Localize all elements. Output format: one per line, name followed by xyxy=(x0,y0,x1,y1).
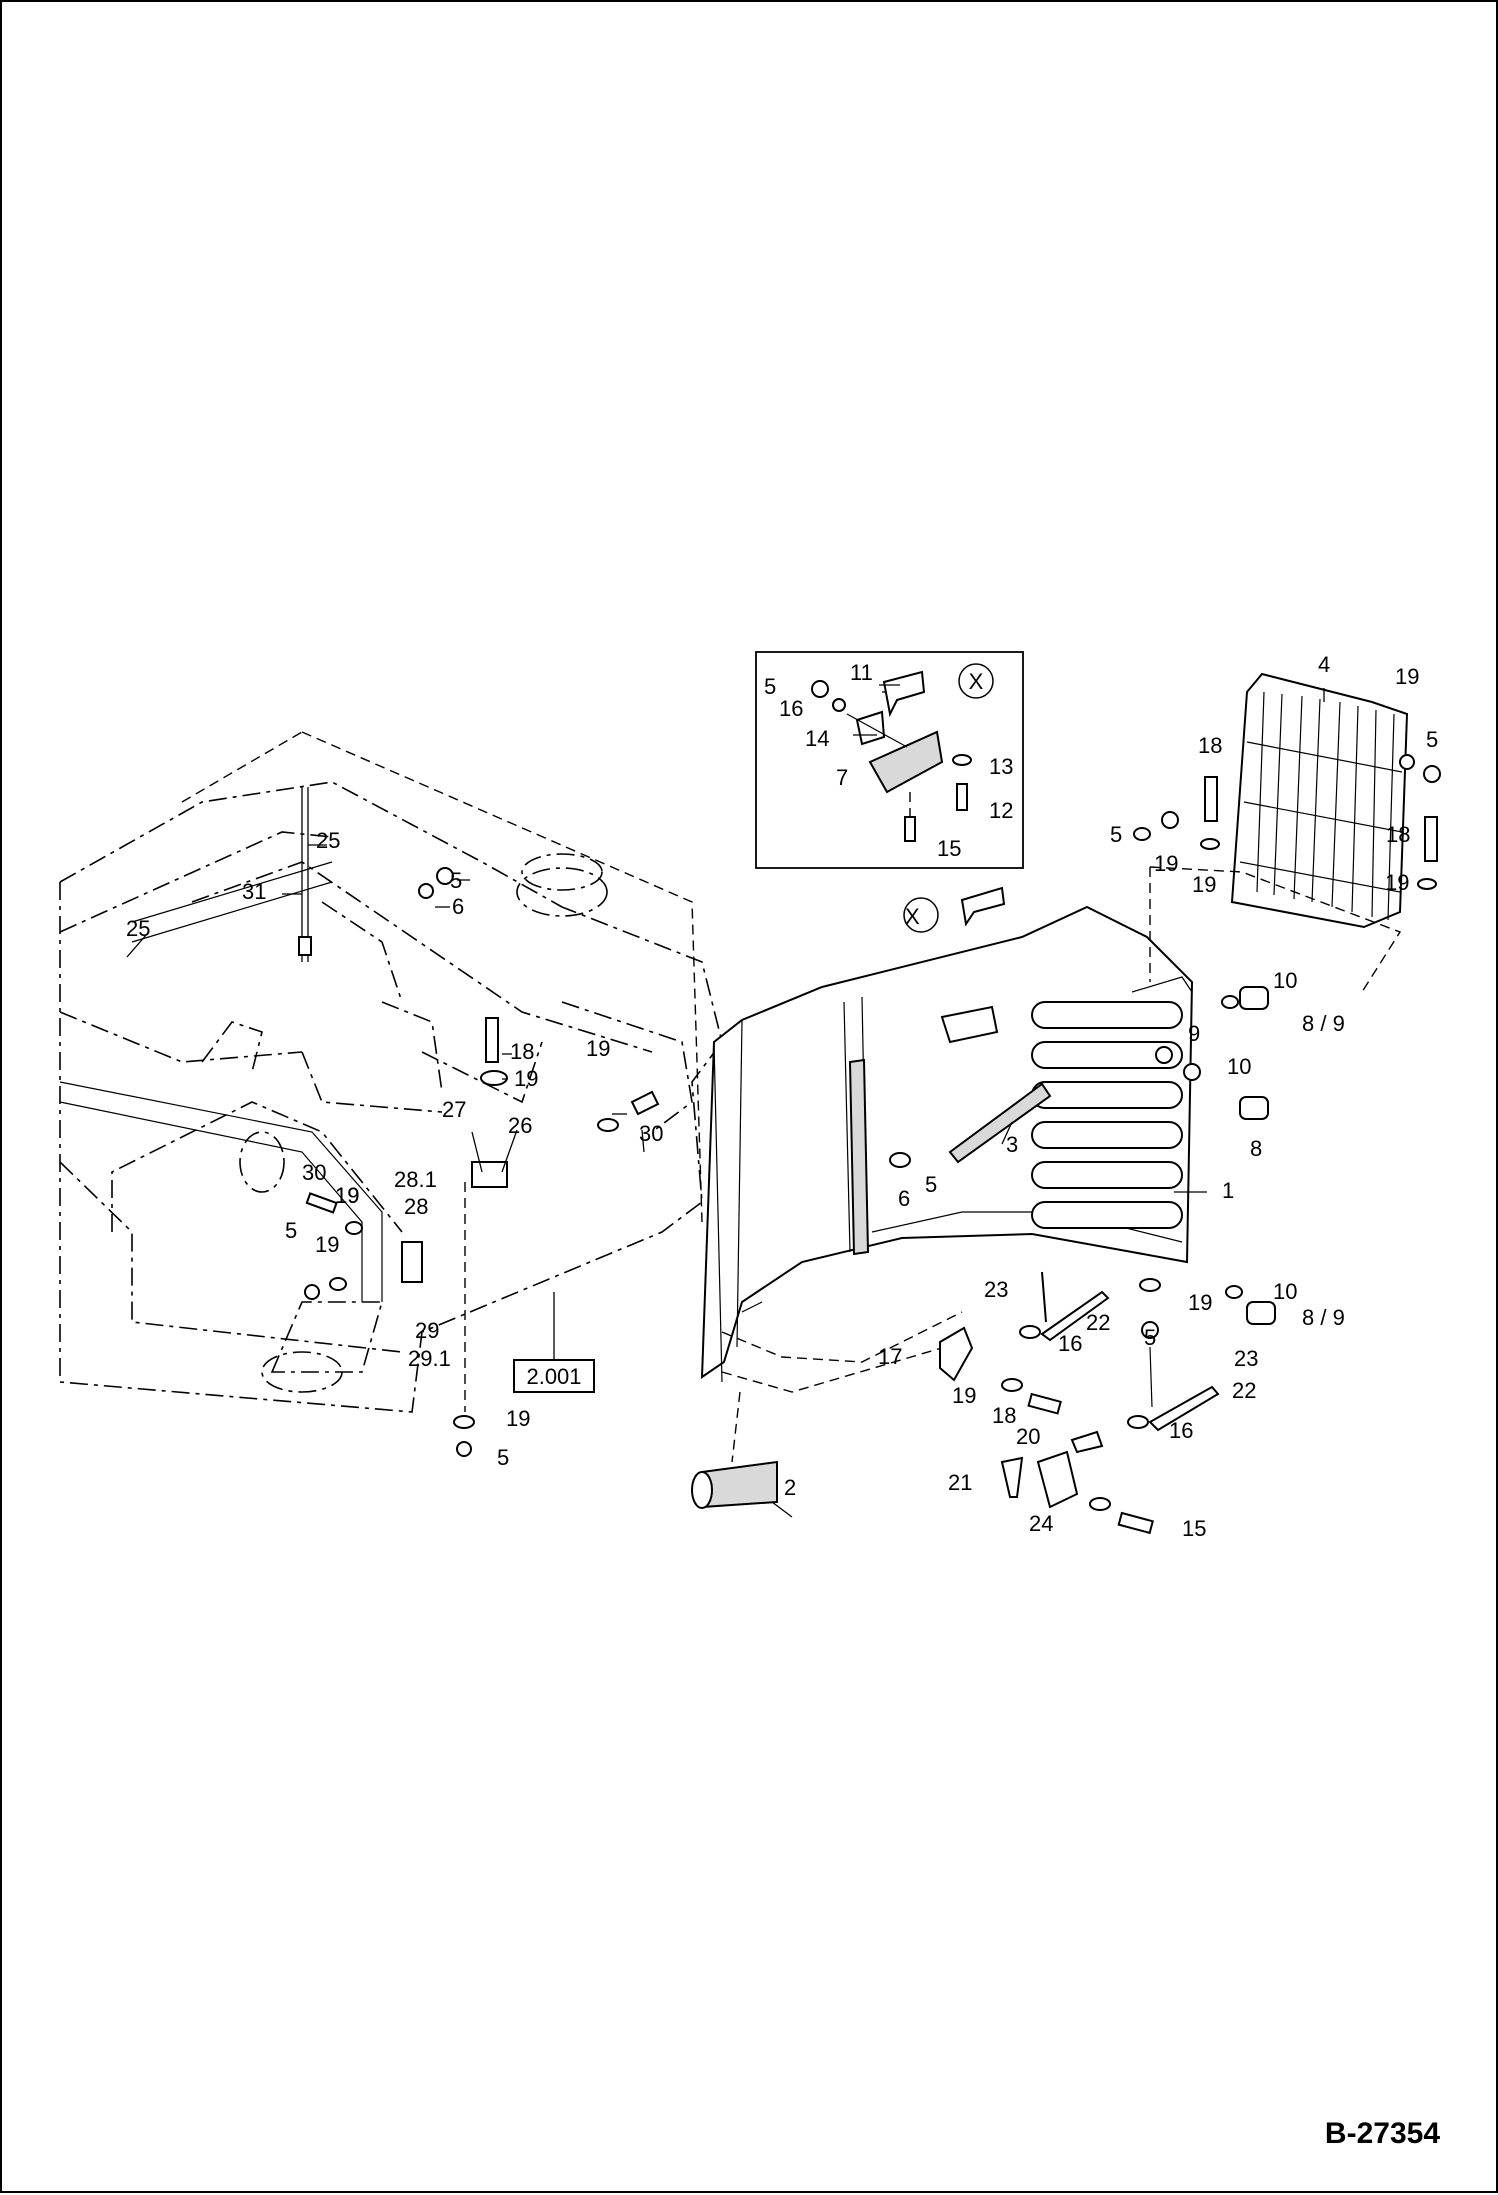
callout-6: 6 xyxy=(898,1186,910,1211)
callout-5: 5 xyxy=(1426,727,1438,752)
callout-20: 20 xyxy=(1016,1424,1040,1449)
callout-27: 27 xyxy=(442,1097,466,1122)
callout-19: 19 xyxy=(315,1232,339,1257)
callout-19: 19 xyxy=(1188,1290,1212,1315)
callout-21: 21 xyxy=(948,1470,972,1495)
callout-15: 15 xyxy=(1182,1516,1206,1541)
callout-16: 16 xyxy=(1058,1331,1082,1356)
callout-6: 6 xyxy=(452,894,464,919)
callout-10: 10 xyxy=(1227,1054,1251,1079)
callout-19: 19 xyxy=(506,1406,530,1431)
callout-7: 7 xyxy=(836,765,848,790)
fastener-glyphs xyxy=(304,754,1441,1535)
callout-19: 19 xyxy=(586,1036,610,1061)
callout-19: 19 xyxy=(1395,664,1419,689)
callout-12: 12 xyxy=(989,798,1013,823)
callout-5: 5 xyxy=(285,1218,297,1243)
callout-5: 5 xyxy=(497,1445,509,1470)
callout-5: 5 xyxy=(450,868,462,893)
callout-28: 28 xyxy=(404,1194,428,1219)
engine-hood-door xyxy=(700,905,1194,1393)
callout-11: 11 xyxy=(850,660,873,685)
document-id: B-27354 xyxy=(1325,2117,1440,2150)
callout-18: 18 xyxy=(992,1403,1016,1428)
callout-18: 18 xyxy=(510,1039,534,1064)
callout-29-1: 29.1 xyxy=(408,1346,451,1371)
callout-19: 19 xyxy=(514,1066,538,1091)
callout-17: 17 xyxy=(878,1344,902,1369)
callout-19: 19 xyxy=(335,1183,359,1208)
radiator-grille xyxy=(1149,672,1409,993)
callout-5: 5 xyxy=(1144,1325,1156,1350)
callout-19: 19 xyxy=(952,1383,976,1408)
callout-18: 18 xyxy=(1386,822,1410,847)
callout-19: 19 xyxy=(1385,870,1409,895)
callout-19: 19 xyxy=(1154,851,1178,876)
detail-marker-hood: X xyxy=(905,904,920,929)
callout-8: 8 xyxy=(1250,1136,1262,1161)
callout-8-9: 8 / 9 xyxy=(1302,1305,1345,1330)
callout-30: 30 xyxy=(639,1121,663,1146)
callout-labels: 1 2 3 4 5 5 5 5 5 5 5 5 6 6 7 8 8 / 9 8 … xyxy=(126,652,1438,1541)
callout-19: 19 xyxy=(1192,872,1216,897)
callout-14: 14 xyxy=(805,726,829,751)
callout-25: 25 xyxy=(316,828,340,853)
callout-31: 31 xyxy=(242,879,266,904)
callout-5: 5 xyxy=(925,1172,937,1197)
callout-29: 29 xyxy=(415,1318,439,1343)
callout-3: 3 xyxy=(1006,1132,1018,1157)
callout-28-1: 28.1 xyxy=(394,1167,437,1192)
callout-1: 1 xyxy=(1222,1178,1234,1203)
callout-18: 18 xyxy=(1198,733,1222,758)
callout-13: 13 xyxy=(989,754,1013,779)
callout-19: 19 xyxy=(335,1183,359,1208)
callout-15: 15 xyxy=(937,836,961,861)
leader-lines xyxy=(126,684,1325,1518)
reference-box-label: 2.001 xyxy=(526,1364,581,1389)
callout-22: 22 xyxy=(1232,1378,1256,1403)
callout-5: 5 xyxy=(764,674,776,699)
reference-box: 2.001 xyxy=(513,1292,595,1393)
callout-24: 24 xyxy=(1029,1511,1053,1536)
callout-9: 9 xyxy=(1188,1021,1200,1046)
callout-26: 26 xyxy=(508,1113,532,1138)
callout-4: 4 xyxy=(1318,652,1330,677)
callout-30: 30 xyxy=(302,1160,326,1185)
callout-23: 23 xyxy=(1234,1346,1258,1371)
detail-marker-inset: X xyxy=(969,669,984,694)
frame-outline xyxy=(59,731,723,1413)
callout-2: 2 xyxy=(784,1475,796,1500)
callout-23: 23 xyxy=(984,1277,1008,1302)
callout-8-9: 8 / 9 xyxy=(1302,1011,1345,1036)
callout-16: 16 xyxy=(779,696,803,721)
callout-10: 10 xyxy=(1273,968,1297,993)
callout-16: 16 xyxy=(1169,1418,1193,1443)
callout-22: 22 xyxy=(1086,1310,1110,1335)
callout-10: 10 xyxy=(1273,1279,1297,1304)
detail-x-inset: X xyxy=(755,651,1024,869)
callout-5: 5 xyxy=(1110,822,1122,847)
callout-25: 25 xyxy=(126,916,150,941)
